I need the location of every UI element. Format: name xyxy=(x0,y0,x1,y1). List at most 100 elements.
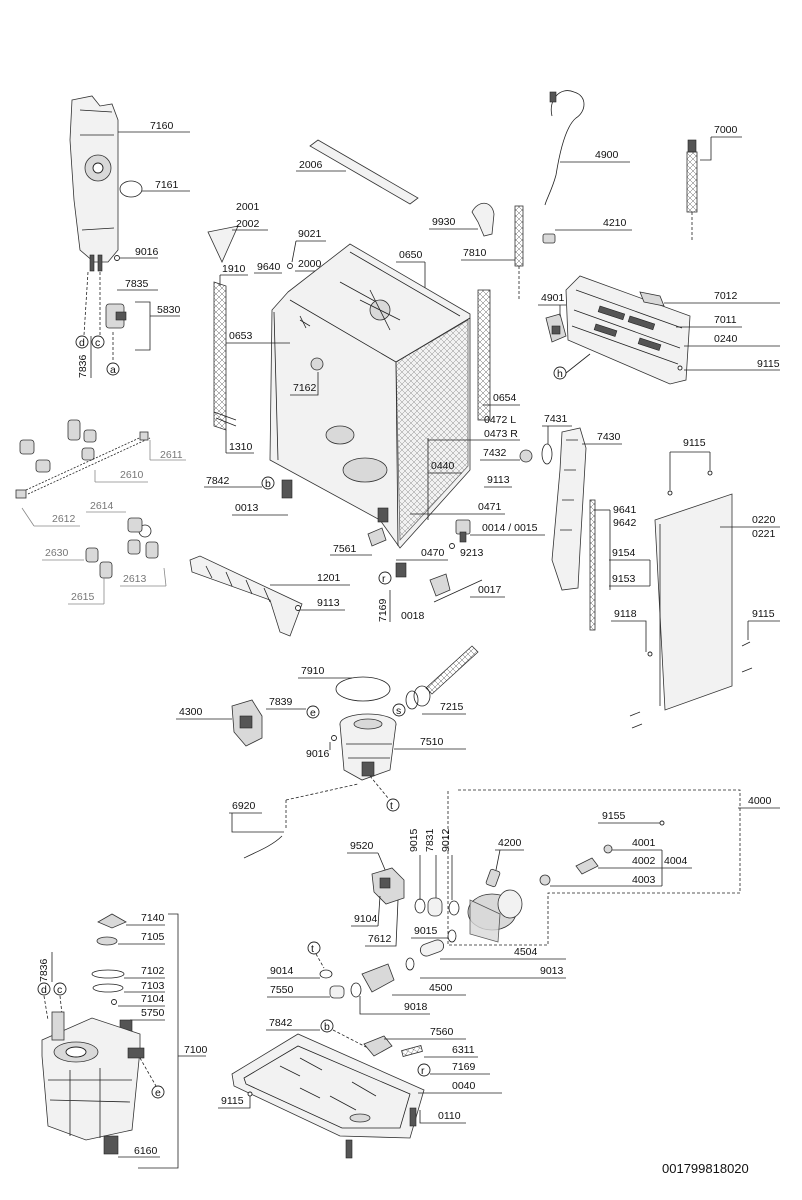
label-7162: 7162 xyxy=(293,382,317,394)
label-9118: 9118 xyxy=(614,608,637,620)
label-7105: 7105 xyxy=(141,931,165,943)
label-7836-bottom: 7836 xyxy=(38,958,50,982)
part-7831-hose xyxy=(427,897,443,917)
part-7560-bracket xyxy=(363,1035,393,1057)
part-0650-tub xyxy=(269,243,471,549)
label-7161: 7161 xyxy=(155,179,179,191)
part-7432-nut xyxy=(519,449,533,463)
label-2000: 2000 xyxy=(298,258,322,270)
label-0014-0015: 0014 / 0015 xyxy=(482,522,538,534)
label-7169-bottom: 7169 xyxy=(452,1061,476,1073)
label-9640: 9640 xyxy=(257,261,281,273)
label-4300: 4300 xyxy=(179,706,203,718)
label-7831: 7831 xyxy=(424,828,436,852)
part-9013-hose xyxy=(419,939,445,957)
part-7012 xyxy=(639,291,665,307)
label-2630: 2630 xyxy=(45,547,69,559)
label-0040: 0040 xyxy=(452,1080,476,1092)
part-2001-bracket xyxy=(207,225,239,263)
part-9930 xyxy=(471,202,495,237)
label-9642: 9642 xyxy=(613,517,637,529)
part-7161-gasket xyxy=(119,180,143,198)
part-7430-spray-arm xyxy=(551,427,587,591)
label-1201: 1201 xyxy=(317,572,341,584)
part-7103-ring xyxy=(92,983,124,993)
part-0654-strip xyxy=(477,289,491,421)
label-9113-left: 9113 xyxy=(317,597,340,609)
label-0220: 0220 xyxy=(752,514,776,526)
label-0240: 0240 xyxy=(714,333,738,345)
part-5830-valve xyxy=(105,303,127,329)
label-9018: 9018 xyxy=(404,1001,428,1013)
label-7842-bottom: 7842 xyxy=(269,1017,293,1029)
label-5830: 5830 xyxy=(157,304,181,316)
label-9154: 9154 xyxy=(612,547,636,559)
label-9115-panel: 9115 xyxy=(683,437,706,449)
svg-text:b: b xyxy=(265,478,271,490)
label-9115-right: 9115 xyxy=(752,608,775,620)
label-9015-top: 9015 xyxy=(408,828,420,852)
label-0471: 0471 xyxy=(478,501,502,513)
label-7510: 7510 xyxy=(420,736,444,748)
label-7839: 7839 xyxy=(269,696,293,708)
part-6311 xyxy=(401,1045,423,1057)
part-4200 xyxy=(485,868,501,888)
part-6160 xyxy=(103,1135,119,1155)
label-2611: 2611 xyxy=(160,449,183,461)
label-4200: 4200 xyxy=(498,837,522,849)
callout-d-top xyxy=(75,335,89,349)
label-9016-top: 9016 xyxy=(135,246,159,258)
part-7910-gasket xyxy=(335,676,391,702)
label-0440: 0440 xyxy=(431,460,455,472)
label-7835: 7835 xyxy=(125,278,149,290)
part-7810-hose xyxy=(514,205,524,267)
svg-text:d: d xyxy=(41,984,47,996)
label-7836-top: 7836 xyxy=(77,354,89,378)
callout-b-top xyxy=(261,476,275,490)
label-2001: 2001 xyxy=(236,201,260,213)
label-7000: 7000 xyxy=(714,124,738,136)
label-7430: 7430 xyxy=(597,431,621,443)
part-2630-wheel xyxy=(85,547,113,579)
part-4002 xyxy=(575,857,599,875)
label-7102: 7102 xyxy=(141,965,165,977)
label-7011: 7011 xyxy=(714,314,737,326)
part-2610-rail-group xyxy=(15,419,151,499)
callout-a xyxy=(106,362,120,376)
label-0473: 0473 R xyxy=(484,428,518,440)
label-0110: 0110 xyxy=(438,1110,461,1122)
part-9641-seal xyxy=(589,499,596,631)
label-9641: 9641 xyxy=(613,504,637,516)
part-7215-hose xyxy=(405,645,479,710)
label-0654: 0654 xyxy=(493,392,517,404)
label-6311: 6311 xyxy=(452,1044,475,1056)
label-2006: 2006 xyxy=(299,159,323,171)
label-1910: 1910 xyxy=(222,263,246,275)
part-4900-cable xyxy=(544,90,585,206)
label-9104: 9104 xyxy=(354,913,378,925)
part-7160-side-duct xyxy=(69,95,119,272)
label-9014: 9014 xyxy=(270,965,294,977)
part-1201-cover xyxy=(189,555,303,637)
label-4002: 4002 xyxy=(632,855,656,867)
label-9520: 9520 xyxy=(350,840,374,852)
part-4901 xyxy=(545,313,567,343)
label-7160: 7160 xyxy=(150,120,174,132)
part-7561 xyxy=(367,527,387,547)
group-4000-frame xyxy=(447,789,741,946)
label-7810: 7810 xyxy=(463,247,487,259)
part-0017-rod xyxy=(433,579,483,603)
label-7612: 7612 xyxy=(368,933,392,945)
label-0650: 0650 xyxy=(399,249,423,261)
part-7000-hose xyxy=(686,139,698,240)
callout-r-bottom xyxy=(417,1063,431,1077)
part-9016-screw xyxy=(114,255,120,261)
part-0014-drain xyxy=(455,519,471,543)
label-1310: 1310 xyxy=(229,441,253,453)
svg-text:s: s xyxy=(396,705,401,717)
label-4000: 4000 xyxy=(748,795,772,807)
label-4003: 4003 xyxy=(632,874,656,886)
label-9930: 9930 xyxy=(432,216,456,228)
label-0013: 0013 xyxy=(235,502,259,514)
part-4300-motor xyxy=(231,699,263,747)
